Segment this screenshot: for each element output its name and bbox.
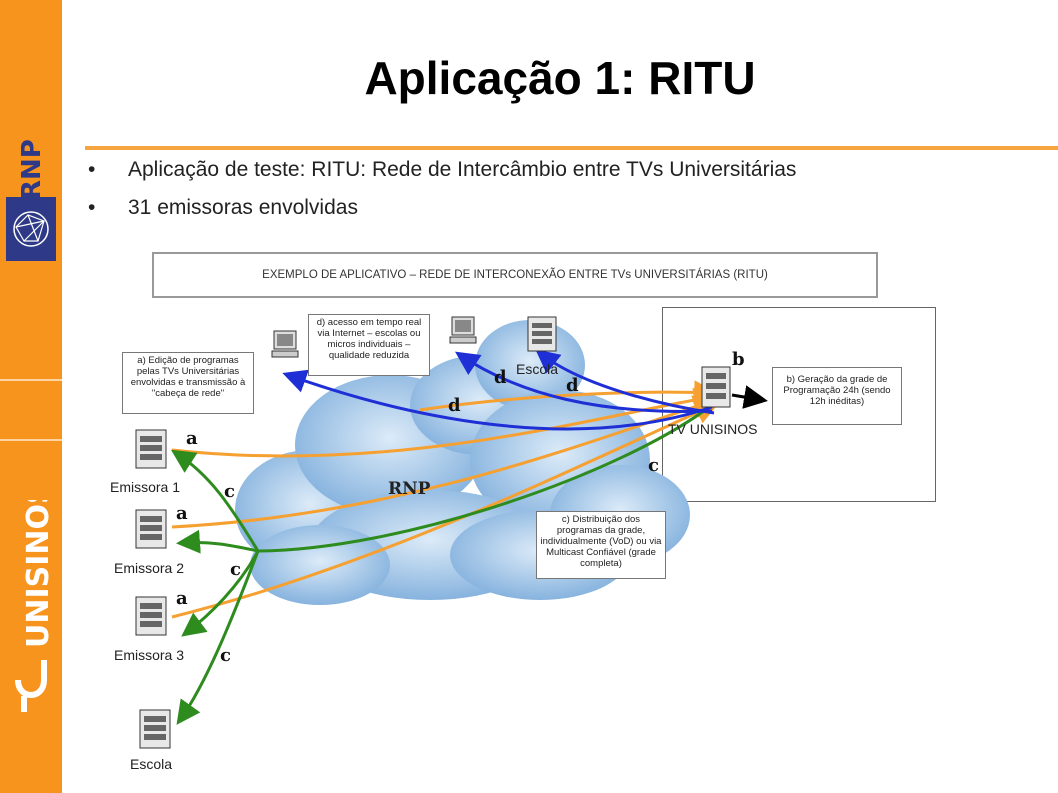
svg-text:RNP: RNP <box>17 139 46 200</box>
arrow-c-3 <box>181 550 260 637</box>
computer-icon <box>449 316 477 344</box>
diagram-graphics <box>135 316 768 749</box>
sidebar: RNP UNISINOS <box>0 0 62 793</box>
arrow-b <box>731 385 768 409</box>
label-d: d <box>448 395 461 416</box>
rnp-logo: RNP <box>17 139 46 200</box>
bullet-marker: • <box>88 196 96 219</box>
arrow-d-2 <box>455 351 713 413</box>
label-a: a <box>176 588 188 609</box>
node-escola-top: Escola <box>516 361 559 377</box>
rnp-globe-icon <box>6 197 56 261</box>
note-c: c) Distribuição dos programas da grade, … <box>536 511 666 579</box>
node-emissora-2: Emissora 2 <box>114 560 185 576</box>
label-c: c <box>648 455 659 476</box>
node-tv-unisinos: TV UNISINOS <box>668 421 758 437</box>
label-d: d <box>566 375 579 396</box>
server-icon <box>527 316 557 352</box>
label-c: c <box>220 645 231 666</box>
node-emissora-1: Emissora 1 <box>110 479 181 495</box>
arrow-a-4 <box>419 380 718 412</box>
cloud-label: RNP <box>388 479 431 499</box>
diagram-banner: EXEMPLO DE APLICATIVO – REDE DE INTERCON… <box>152 252 878 298</box>
svg-text:UNISINOS: UNISINOS <box>21 500 56 648</box>
bullet-text: 31 emissoras envolvidas <box>128 196 358 219</box>
computer-icon <box>271 330 299 358</box>
arrow-c-2 <box>176 529 259 554</box>
label-d: d <box>494 367 507 388</box>
server-icon <box>135 509 167 549</box>
note-a: a) Edição de programas pelas TVs Univers… <box>122 352 254 414</box>
node-escola-bottom: Escola <box>130 756 173 772</box>
label-c: c <box>230 559 241 580</box>
bullet-item: • 31 emissoras envolvidas <box>88 194 796 232</box>
unisinos-logo: UNISINOS <box>15 500 56 712</box>
arrow-d-1 <box>282 369 713 431</box>
label-b: b <box>732 349 745 370</box>
node-emissora-3: Emissora 3 <box>114 647 185 663</box>
label-c: c <box>224 481 235 502</box>
arrow-c-1 <box>170 449 260 552</box>
arrow-a-1 <box>171 388 718 458</box>
note-d: d) acesso em tempo real via Internet – e… <box>308 314 430 376</box>
bullet-list: • Aplicação de teste: RITU: Rede de Inter… <box>88 156 796 232</box>
server-icon <box>135 429 167 469</box>
bullet-text: Aplicação de teste: RITU: Rede de Interc… <box>128 158 797 181</box>
bullet-item: • Aplicação de teste: RITU: Rede de Inter… <box>88 156 796 194</box>
arrow-c-4 <box>176 550 260 725</box>
server-icon <box>139 709 171 749</box>
title-underline <box>85 146 1058 150</box>
label-a: a <box>186 428 198 449</box>
label-a: a <box>176 503 188 524</box>
slide-title: Aplicação 1: RITU <box>364 52 756 104</box>
rnp-cloud <box>235 320 690 605</box>
sidebar-decoration <box>0 379 62 441</box>
arrow-d-3 <box>535 349 715 415</box>
server-icon <box>701 366 731 408</box>
arrow-c-main <box>257 403 713 553</box>
bullet-marker: • <box>88 158 96 181</box>
server-icon <box>135 596 167 636</box>
note-b: b) Geração da grade de Programação 24h (… <box>772 367 902 425</box>
ritu-diagram: EXEMPLO DE APLICATIVO – REDE DE INTERCON… <box>100 245 960 790</box>
